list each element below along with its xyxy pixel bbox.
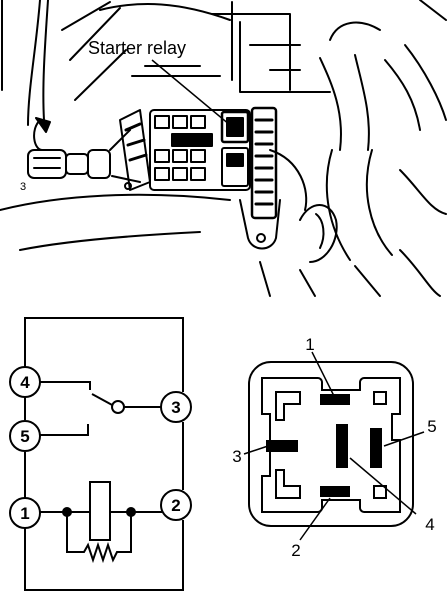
connector-terminal-3-label: 3 — [232, 447, 241, 466]
schematic-terminal-4-label: 4 — [20, 373, 30, 392]
connector-terminal-2-label: 2 — [291, 541, 300, 560]
connector-pin-3 — [266, 440, 298, 452]
schematic-terminal-5-label: 5 — [20, 427, 29, 446]
schematic-terminal-circles — [9, 366, 192, 529]
connector-leader-lines — [243, 351, 425, 541]
engine-bay-illustration: 3 — [0, 0, 447, 297]
connector-terminal-1-label: 1 — [305, 335, 314, 354]
connector-pin-5 — [370, 428, 382, 468]
relay-schematic — [24, 317, 184, 591]
connector-terminal-4-label: 4 — [425, 515, 434, 534]
connector-pin-2 — [320, 486, 350, 497]
connector-pin-1 — [320, 394, 350, 405]
schematic-terminal-3-label: 3 — [171, 398, 180, 417]
svg-text:3: 3 — [20, 181, 26, 193]
callout-leader-line — [151, 59, 237, 131]
starter-relay-callout: Starter relay — [88, 38, 186, 58]
schematic-terminal-1-label: 1 — [20, 504, 29, 523]
connector-terminal-5-label: 5 — [427, 417, 436, 436]
schematic-terminal-2-label: 2 — [171, 496, 180, 515]
connector-pins — [266, 394, 382, 497]
connector-pin-4 — [336, 424, 348, 468]
